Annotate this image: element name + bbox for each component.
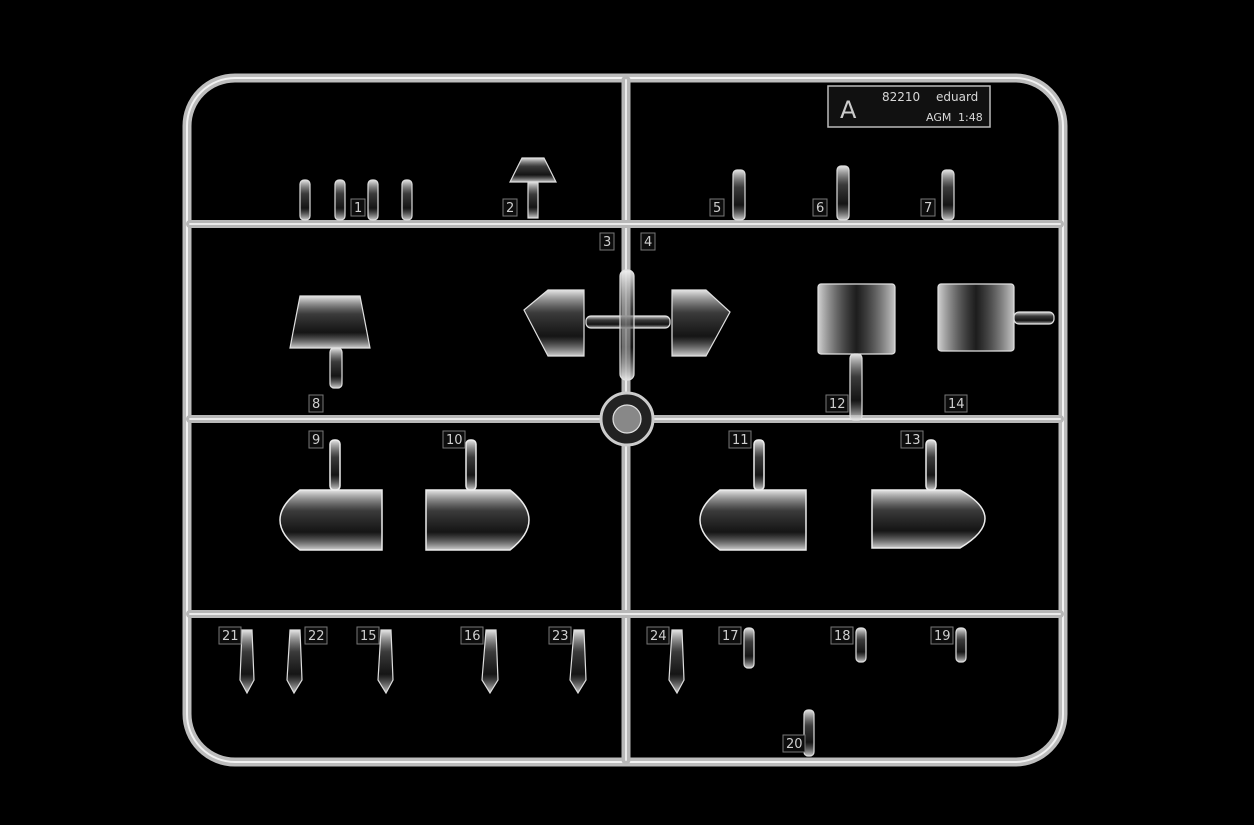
part-number-24: 24 [650, 629, 667, 644]
sprue-letter: A [840, 96, 857, 124]
part-9-canopy [279, 489, 383, 551]
part-number-12: 12 [829, 397, 846, 412]
part-1-pins [299, 179, 413, 221]
part-number-15: 15 [360, 629, 377, 644]
part-number-7: 7 [924, 201, 932, 216]
part-4 [671, 289, 731, 357]
part-2-mount [509, 157, 557, 219]
canopies [279, 439, 986, 551]
part-7 [941, 169, 955, 221]
part-14-panel [937, 283, 1015, 352]
part-number-9: 9 [312, 433, 320, 448]
part-number-16: 16 [464, 629, 481, 644]
parts-row-1 [299, 157, 955, 221]
part-13-canopy [871, 489, 986, 549]
part-number-1: 1 [354, 201, 362, 216]
part-number-6: 6 [816, 201, 824, 216]
sprue-tag: A 82210 eduard AGM 1:48 [827, 85, 991, 128]
parts-row-4 [239, 627, 967, 757]
sprue-model: AGM [926, 111, 951, 124]
part-number-5: 5 [713, 201, 721, 216]
part-number-21: 21 [222, 629, 239, 644]
part-number-10: 10 [446, 433, 463, 448]
sprue-code: 82210 [882, 90, 920, 104]
part-number-20: 20 [786, 737, 803, 752]
part-number-3: 3 [603, 235, 611, 250]
part-11-canopy [699, 489, 807, 551]
sprue-scale: 1:48 [958, 111, 983, 124]
part-8-cover [289, 295, 371, 349]
parts-row-2 [289, 269, 1055, 447]
part-number-4: 4 [644, 235, 652, 250]
part-number-11: 11 [732, 433, 749, 448]
part-number-17: 17 [722, 629, 739, 644]
part-6 [836, 165, 850, 221]
part-3 [523, 289, 585, 357]
part-number-22: 22 [308, 629, 325, 644]
part-10-canopy [425, 489, 530, 551]
sprue-brand: eduard [936, 90, 978, 104]
part-12-panel [817, 283, 896, 355]
part-number-23: 23 [552, 629, 569, 644]
part-number-18: 18 [834, 629, 851, 644]
part-number-14: 14 [948, 397, 965, 412]
part-5 [732, 169, 746, 221]
part-number-19: 19 [934, 629, 951, 644]
part-number-13: 13 [904, 433, 921, 448]
part-number-2: 2 [506, 201, 514, 216]
part-number-8: 8 [312, 397, 320, 412]
